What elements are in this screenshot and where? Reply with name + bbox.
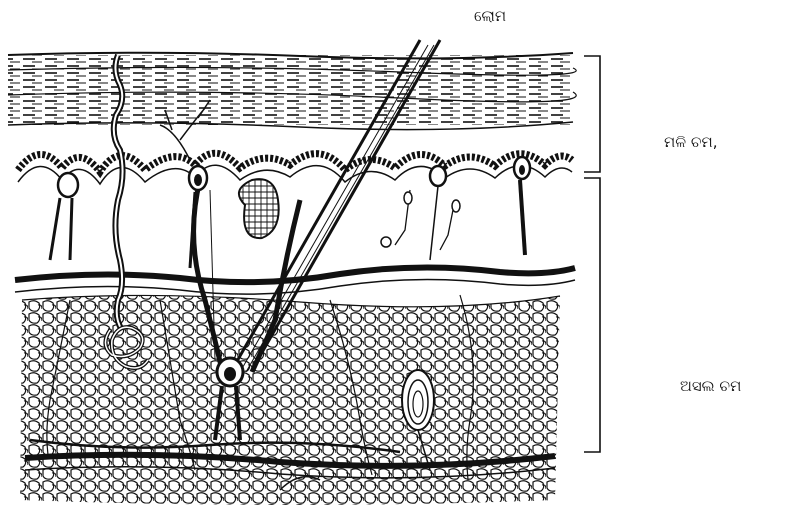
epidermis-outer-layer xyxy=(8,53,576,130)
dermis-cellular-tissue xyxy=(20,295,560,505)
receptor-right-2 xyxy=(514,157,530,255)
receptor-left xyxy=(50,173,78,260)
free-nerve-endings xyxy=(381,190,460,250)
label-hair: ଲୋମ xyxy=(474,7,506,25)
sebaceous-gland xyxy=(239,179,279,238)
dermis-boundary-upper xyxy=(15,267,575,294)
epidermis-basal-layer xyxy=(18,153,572,184)
label-epidermis: ମଳି ଚମ, xyxy=(664,133,717,151)
label-dermis: ଅସଲ ଚମ xyxy=(680,377,741,395)
dermis-bracket xyxy=(584,178,600,452)
epidermis-bracket xyxy=(584,56,600,172)
receptor-right-1 xyxy=(430,166,446,260)
